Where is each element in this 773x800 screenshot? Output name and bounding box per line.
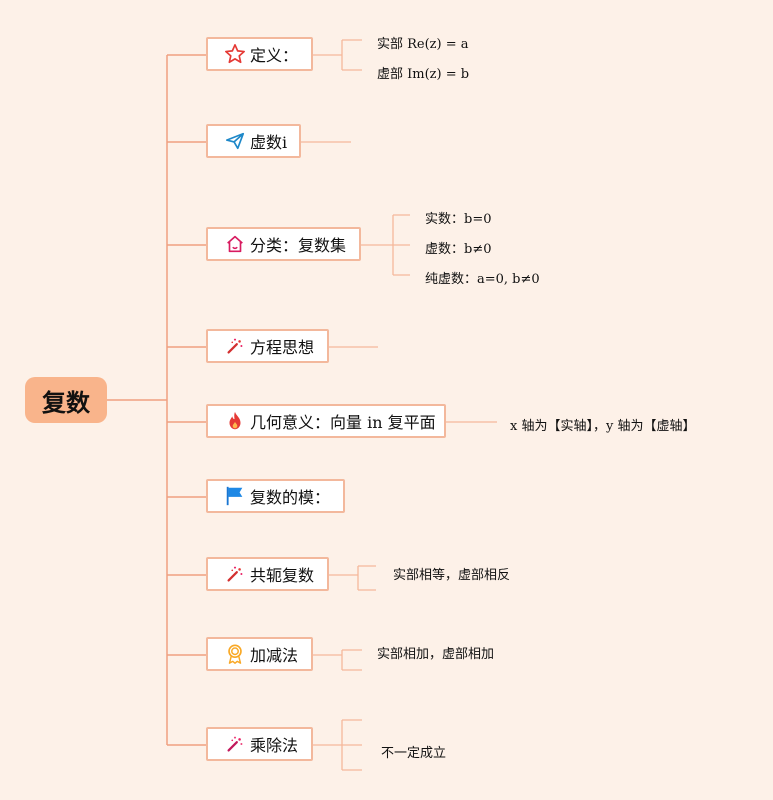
- magic-wand-icon: [224, 563, 246, 585]
- star-icon: [224, 43, 246, 65]
- topic-label: 分类：复数集: [250, 236, 347, 255]
- topic-label: 虚数i: [250, 133, 288, 152]
- topic-label: 复数的模：: [250, 488, 331, 507]
- leaf-imaginary-part[interactable]: 虚部 Im(z) = b: [377, 67, 470, 82]
- topic-label: 乘除法: [250, 736, 299, 755]
- topic-conjugate[interactable]: 共轭复数: [206, 557, 329, 591]
- award-icon: [224, 643, 246, 665]
- topic-modulus[interactable]: 复数的模：: [206, 479, 345, 513]
- topic-label: 定义：: [250, 46, 299, 65]
- topic-imaginary-unit[interactable]: 虚数i: [206, 124, 301, 158]
- topic-equation-thinking[interactable]: 方程思想: [206, 329, 329, 363]
- topic-label: 方程思想: [250, 338, 315, 357]
- topic-geometric-meaning[interactable]: 几何意义：向量 in 复平面: [206, 404, 446, 438]
- leaf-not-always-true[interactable]: 不一定成立: [381, 746, 447, 761]
- magic-wand-icon: [224, 335, 246, 357]
- topic-classification[interactable]: 分类：复数集: [206, 227, 361, 261]
- topic-addition-subtraction[interactable]: 加减法: [206, 637, 313, 671]
- magic-wand-icon: [224, 733, 246, 755]
- topic-label: 几何意义：向量 in 复平面: [250, 413, 436, 432]
- flag-icon: [224, 485, 246, 507]
- leaf-conjugate-rule[interactable]: 实部相等，虚部相反: [393, 568, 511, 583]
- root-topic[interactable]: 复数: [25, 377, 107, 423]
- leaf-real-part[interactable]: 实部 Re(z) = a: [377, 37, 469, 52]
- house-icon: [224, 233, 246, 255]
- topic-label: 共轭复数: [250, 566, 315, 585]
- leaf-pure-imaginary[interactable]: 纯虚数：a=0, b≠0: [425, 272, 540, 287]
- paper-plane-icon: [224, 130, 246, 152]
- leaf-axes[interactable]: x 轴为【实轴】，y 轴为【虚轴】: [510, 419, 696, 434]
- leaf-add-rule[interactable]: 实部相加，虚部相加: [377, 647, 495, 662]
- fire-icon: [224, 410, 246, 432]
- topic-definition[interactable]: 定义：: [206, 37, 313, 71]
- topic-multiplication-division[interactable]: 乘除法: [206, 727, 313, 761]
- topic-label: 加减法: [250, 646, 299, 665]
- leaf-imaginary-number[interactable]: 虚数：b≠0: [425, 242, 492, 257]
- leaf-real-number[interactable]: 实数：b=0: [425, 212, 492, 227]
